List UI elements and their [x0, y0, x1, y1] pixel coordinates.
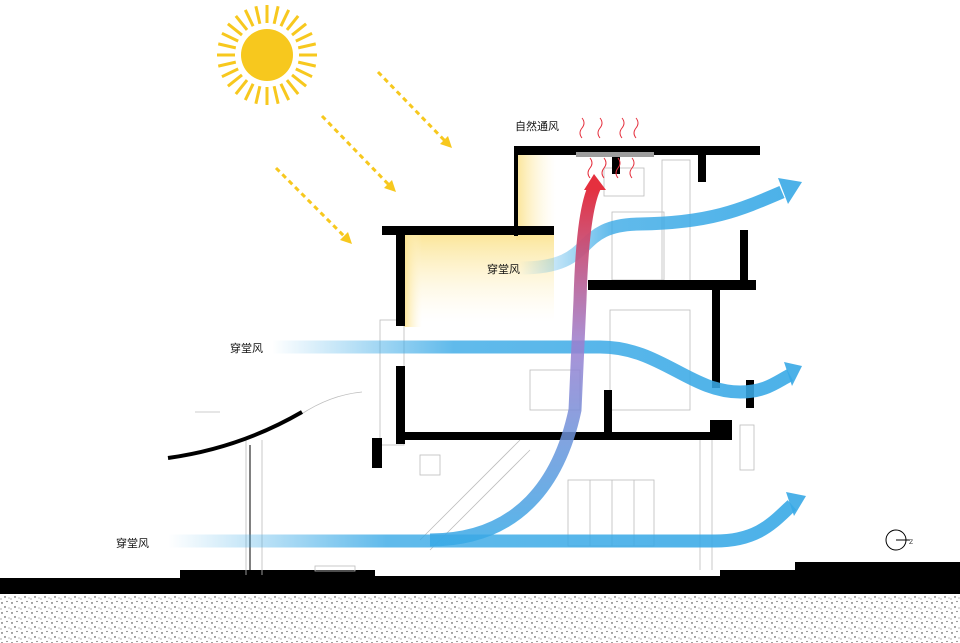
sun-disc	[241, 29, 293, 81]
compass-icon	[885, 529, 910, 551]
canopy-roof	[167, 410, 304, 460]
sun-ray	[297, 60, 317, 68]
sun-ray-arrows	[274, 70, 448, 240]
airflow-middle	[272, 340, 794, 399]
sun-ray	[295, 67, 313, 79]
sun-ray	[234, 79, 249, 96]
heat-wave-icons	[579, 117, 639, 179]
sun-ray	[291, 73, 308, 88]
airflow-upper	[519, 186, 785, 275]
ground-slab	[0, 562, 960, 594]
sun-ray	[221, 31, 239, 43]
ground-hatch	[0, 594, 960, 643]
sun-ray	[226, 73, 243, 88]
sun-ray	[297, 42, 317, 50]
sun-ray	[226, 22, 243, 37]
sun-ray	[217, 60, 237, 68]
sun-ray	[254, 85, 262, 105]
label-natural-ventilation: 自然通风	[515, 120, 559, 133]
sun-ray-arrowheads	[340, 136, 452, 244]
sun-ray	[272, 85, 280, 105]
sunlit-zone-wall	[404, 232, 422, 327]
skylight-opening	[576, 152, 654, 157]
airflow-stack	[429, 183, 601, 547]
sun-ray	[243, 83, 255, 101]
sun-ray	[285, 79, 300, 96]
sunlit-zone-room	[404, 232, 554, 322]
airflow-arrowheads	[778, 178, 806, 516]
sun-ray	[234, 14, 249, 31]
sun-ray	[279, 9, 291, 27]
sun-ray	[221, 67, 239, 79]
hot-air-arrowhead	[584, 174, 606, 190]
label-cross-ventilation-upper: 穿堂风	[487, 263, 520, 276]
sun-ray	[285, 14, 300, 31]
sun-ray	[217, 42, 237, 50]
compass-mark: Z	[909, 539, 913, 546]
sun-ray	[272, 5, 280, 25]
label-cross-ventilation-lower: 穿堂风	[116, 537, 149, 550]
sun-ray	[243, 9, 255, 27]
label-cross-ventilation-middle: 穿堂风	[230, 342, 263, 355]
sun-ray	[295, 31, 313, 43]
airflow-streams	[168, 183, 797, 548]
sun-ray	[254, 5, 262, 25]
sun-icon	[217, 5, 317, 105]
sunlit-zone-top	[516, 155, 556, 240]
sun-ray	[291, 22, 308, 37]
sun-ray	[279, 83, 291, 101]
airflow-lower	[168, 500, 797, 548]
